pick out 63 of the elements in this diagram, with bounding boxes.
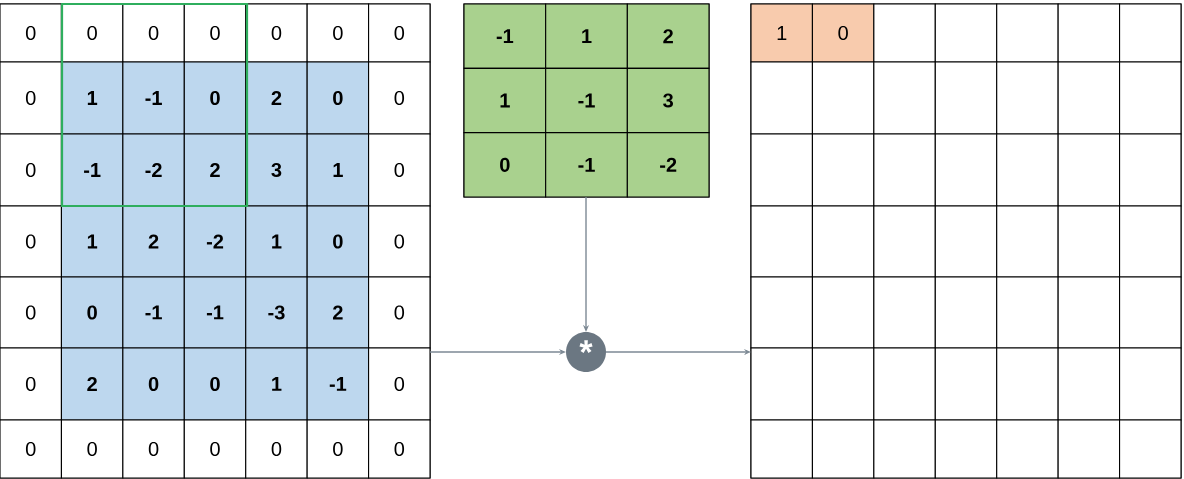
grid-cell: 3 xyxy=(626,67,710,134)
grid-cell: 0 xyxy=(183,61,247,135)
grid-cell: 1 xyxy=(60,61,124,135)
grid-cell: 0 xyxy=(306,61,370,135)
grid-cell: 0 xyxy=(368,61,431,135)
grid-cell: 1 xyxy=(306,133,370,207)
grid-cell: 2 xyxy=(626,3,710,69)
grid-cell: 0 xyxy=(183,3,247,63)
grid-cell: 0 xyxy=(368,276,431,349)
grid-cell: 0 xyxy=(245,3,308,63)
grid-cell: -2 xyxy=(183,205,247,278)
grid-cell: -1 xyxy=(463,3,547,69)
grid-cell: 0 xyxy=(368,3,431,63)
grid-cell: -1 xyxy=(122,61,185,135)
grid-cell: -3 xyxy=(245,276,308,349)
grid-cell: 0 xyxy=(306,419,370,479)
grid-cell: 3 xyxy=(245,133,308,207)
grid-cell: 2 xyxy=(183,133,247,207)
grid-cell: 0 xyxy=(0,419,62,479)
grid-cell: -1 xyxy=(183,276,247,349)
grid-cell: 0 xyxy=(368,205,431,278)
grid-cell: 0 xyxy=(122,3,185,63)
output-grid xyxy=(750,3,1182,479)
grid-cell: 2 xyxy=(306,276,370,349)
grid-cell: 1 xyxy=(545,3,628,69)
grid-cell: 0 xyxy=(122,347,185,421)
grid-cell: 2 xyxy=(60,347,124,421)
grid-cell: 0 xyxy=(0,133,62,207)
grid-cell: 1 xyxy=(750,3,813,63)
grid-cell: 1 xyxy=(245,347,308,421)
grid-cell: -1 xyxy=(306,347,370,421)
grid-cell: 0 xyxy=(0,205,62,278)
grid-cell: 0 xyxy=(368,347,431,421)
grid-cell: 0 xyxy=(122,419,185,479)
grid-cell: 0 xyxy=(0,276,62,349)
grid-cell: 0 xyxy=(463,132,547,198)
grid-cell: 1 xyxy=(463,67,547,134)
grid-cell: 0 xyxy=(183,419,247,479)
grid-cell: 2 xyxy=(122,205,185,278)
grid-cell: -1 xyxy=(545,132,628,198)
grid-cell: 1 xyxy=(60,205,124,278)
grid-cell: 0 xyxy=(0,347,62,421)
grid-cell: -1 xyxy=(122,276,185,349)
grid-cell: 0 xyxy=(60,276,124,349)
grid-cell: -2 xyxy=(626,132,710,198)
grid-cell: 0 xyxy=(368,133,431,207)
grid-cell: 0 xyxy=(306,3,370,63)
grid-cell: 0 xyxy=(0,61,62,135)
grid-cell: -1 xyxy=(545,67,628,134)
number-grid xyxy=(0,3,431,479)
grid-cell: 0 xyxy=(245,419,308,479)
grid-cell: 0 xyxy=(60,3,124,63)
grid-cell: 0 xyxy=(368,419,431,479)
kernel-grid xyxy=(463,3,710,198)
grid-cell: 0 xyxy=(60,419,124,479)
grid-cell: 0 xyxy=(811,3,875,63)
grid-cell: 1 xyxy=(245,205,308,278)
grid-cell: 0 xyxy=(306,205,370,278)
grid-cell: 0 xyxy=(0,3,62,63)
grid-cell: -1 xyxy=(60,133,124,207)
grid-cell: -2 xyxy=(122,133,185,207)
grid-cell: 2 xyxy=(245,61,308,135)
grid-cell: 0 xyxy=(183,347,247,421)
